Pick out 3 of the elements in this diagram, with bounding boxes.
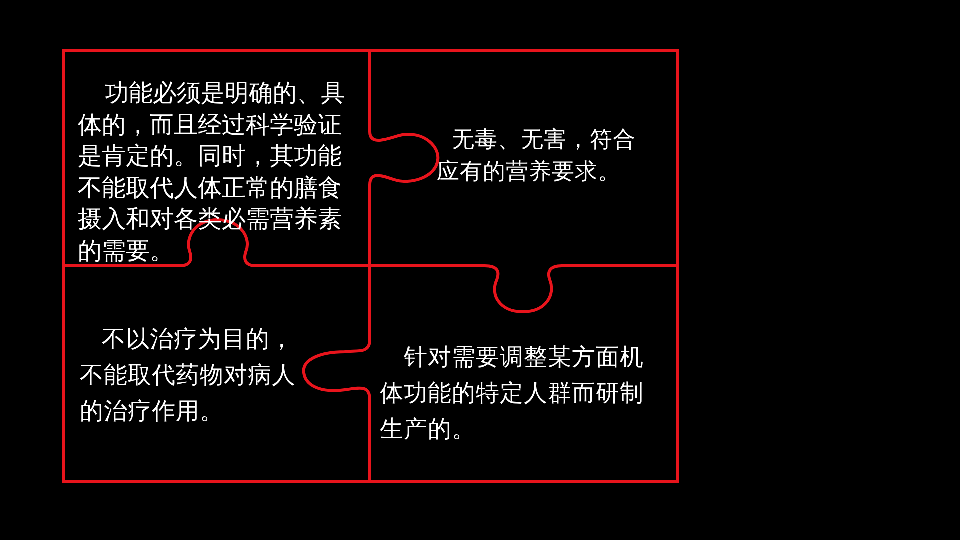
puzzle-text: 不以治疗为目的，不能取代药物对病人的治疗作用。	[80, 321, 302, 429]
puzzle-text: 无毒、无害，符合应有的营养要求。	[437, 124, 645, 188]
puzzle-text: 针对需要调整某方面机体功能的特定人群而研制生产的。	[380, 339, 646, 447]
